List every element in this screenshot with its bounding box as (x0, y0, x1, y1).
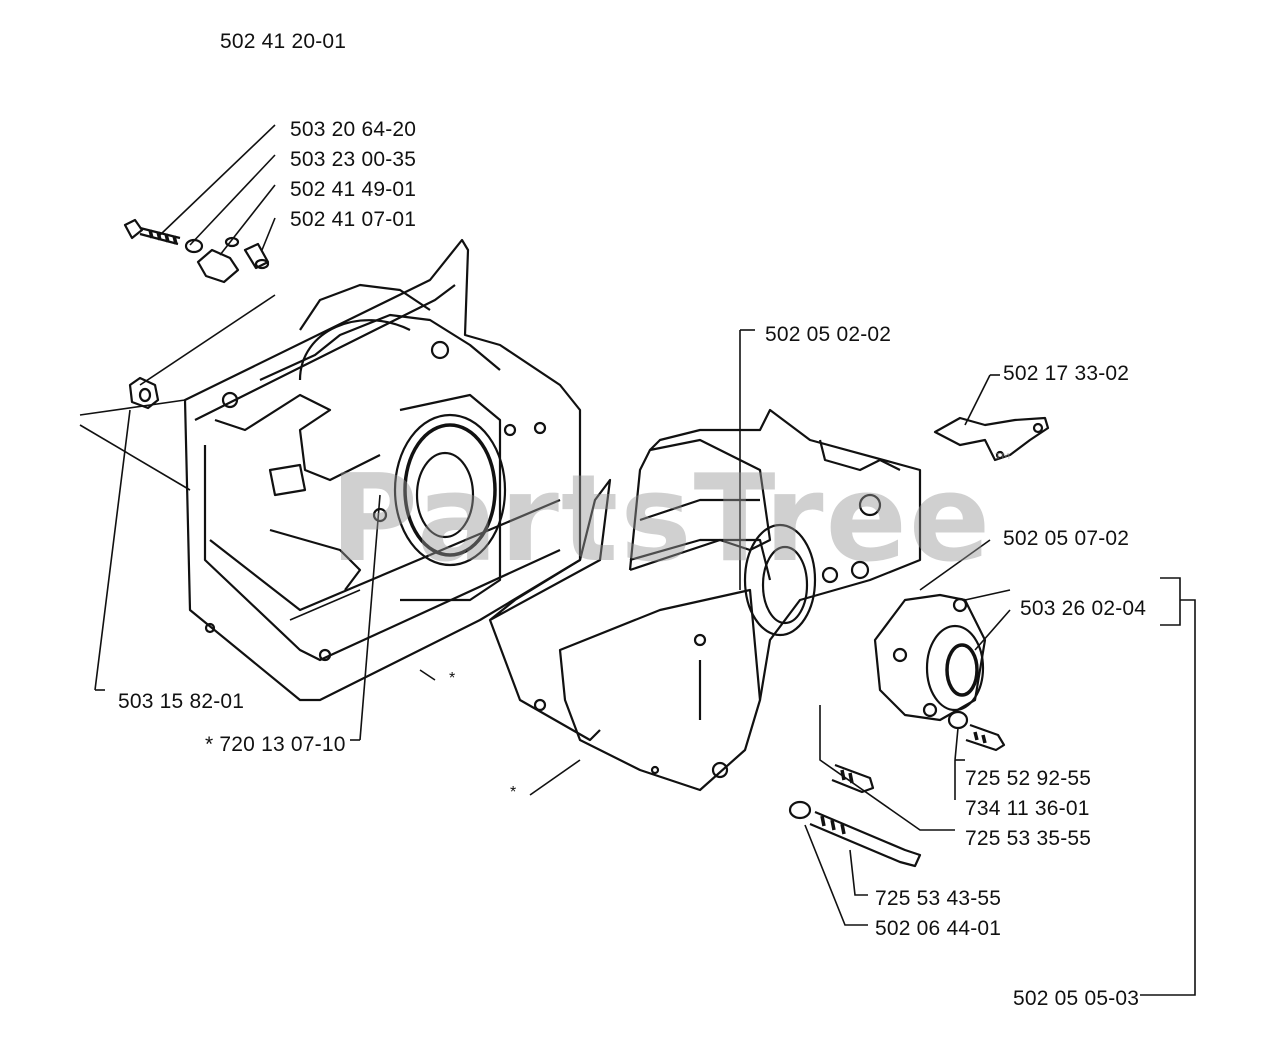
asterisk-mark: * (510, 784, 517, 801)
bracket-drawing (933, 416, 1050, 462)
leader-lines (79, 124, 1196, 996)
part-label: 503 20 64-20 (290, 118, 417, 141)
part-label: 502 05 05-03 (1013, 987, 1140, 1010)
watermark-text: PartsTree (330, 450, 993, 589)
assembly-number: 502 41 20-01 (220, 30, 347, 53)
part-label: 734 11 36-01 (965, 797, 1090, 820)
part-label: 503 15 82-01 (118, 690, 245, 713)
part-label: 502 05 02-02 (765, 323, 892, 346)
part-label: 502 06 44-01 (875, 917, 1002, 940)
right-crankcase-drawing (488, 408, 922, 792)
part-label: 503 23 00-35 (290, 148, 417, 171)
part-label: 725 53 43-55 (875, 887, 1002, 910)
part-label: * 720 13 07-10 (205, 733, 346, 756)
asterisk-mark: * (449, 670, 456, 687)
lower-screws-drawing (788, 763, 922, 868)
watermark: PartsTree™ (330, 450, 1016, 589)
left-crankcase-drawing (183, 238, 582, 702)
part-label: 503 26 02-04 (1020, 597, 1147, 620)
part-label: 502 41 07-01 (290, 208, 417, 231)
part-label: 725 53 35-55 (965, 827, 1092, 850)
watermark-trademark: ™ (992, 450, 1017, 475)
part-label: 502 41 49-01 (290, 178, 417, 201)
top-left-fastener-drawing (123, 218, 270, 410)
part-label: 502 17 33-02 (1003, 362, 1130, 385)
part-label: 725 52 92-55 (965, 767, 1092, 790)
bearing-flange-drawing (873, 593, 1006, 752)
part-label: 502 05 07-02 (1003, 527, 1130, 550)
